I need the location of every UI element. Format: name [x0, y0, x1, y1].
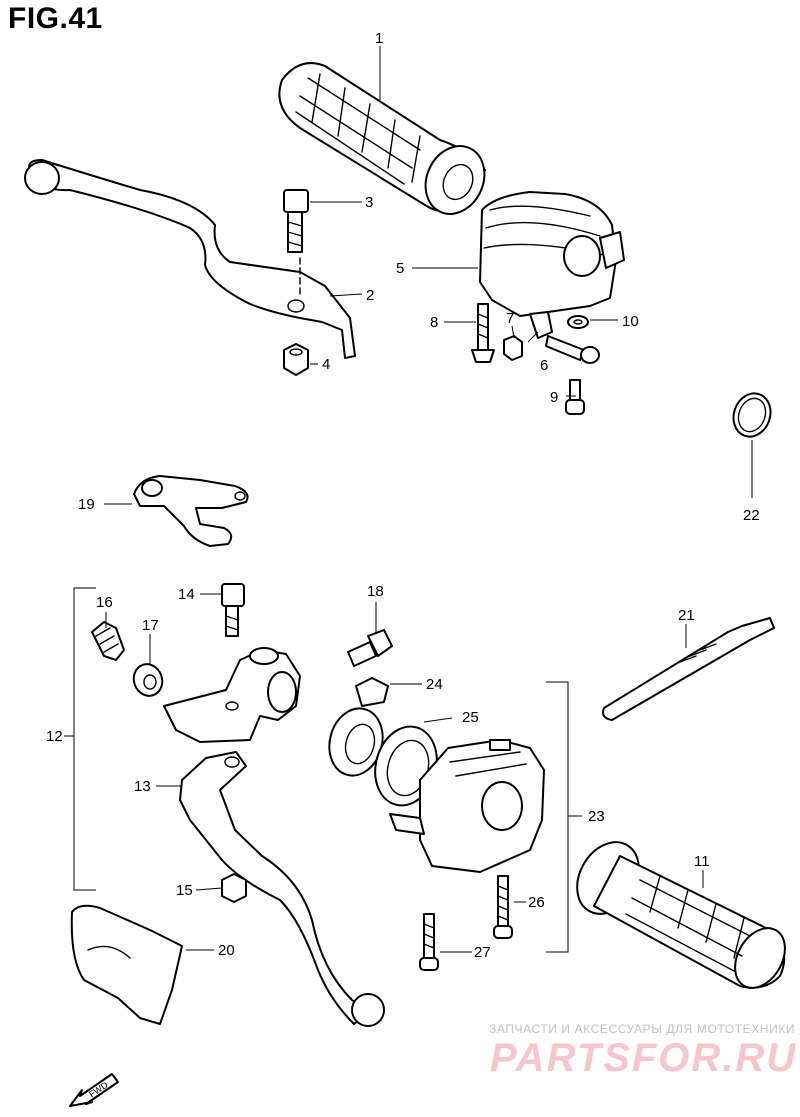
part-17-lock-nut — [132, 663, 164, 697]
part-22-o-ring — [732, 392, 772, 438]
part-13-clutch-lever — [179, 751, 385, 1027]
callout-11: 11 — [694, 853, 710, 870]
callout-13: 13 — [134, 778, 151, 795]
part-19-switch-bracket — [133, 475, 249, 547]
callout-17: 17 — [142, 617, 159, 634]
callout-27: 27 — [474, 944, 491, 961]
part-1-throttle-grip — [278, 62, 486, 215]
lever-holder-perch — [163, 647, 301, 743]
callout-26: 26 — [528, 894, 545, 911]
callout-21: 21 — [678, 607, 695, 624]
callout-3: 3 — [365, 194, 373, 211]
figure-title: FIG.41 — [8, 2, 103, 35]
part-21-cable-tie — [602, 617, 775, 721]
part-15-nut — [221, 873, 247, 903]
part-9-screw — [565, 379, 585, 415]
part-16-cable-adjuster — [91, 621, 125, 661]
part-10-washer — [567, 315, 589, 329]
callout-2: 2 — [366, 287, 374, 304]
leader-lines — [64, 46, 753, 953]
part-3-pivot-bolt — [283, 189, 309, 253]
callout-labels: 1 2 3 4 5 6 7 8 9 10 11 12 13 14 15 16 1… — [46, 30, 760, 961]
callout-6: 6 — [540, 357, 548, 374]
callout-15: 15 — [176, 882, 193, 899]
part-8-screw — [471, 303, 495, 363]
callout-7: 7 — [506, 310, 514, 327]
callout-5: 5 — [396, 260, 404, 277]
callout-14: 14 — [178, 586, 195, 603]
part-4-nut — [283, 343, 309, 376]
callout-8: 8 — [430, 314, 438, 331]
fwd-direction-marker: FWD — [68, 1068, 120, 1115]
callout-12: 12 — [46, 728, 63, 745]
callout-18: 18 — [367, 583, 384, 600]
part-11-left-grip — [576, 841, 786, 989]
callout-23: 23 — [588, 808, 605, 825]
part-18-bolt — [347, 629, 393, 667]
callout-10: 10 — [622, 313, 639, 330]
part-24-hose-clamp — [355, 677, 389, 707]
part-20-lever-cover — [70, 904, 183, 1025]
callout-4: 4 — [322, 356, 330, 373]
callout-20: 20 — [218, 942, 235, 959]
callout-19: 19 — [78, 496, 95, 513]
callout-16: 16 — [96, 594, 113, 611]
watermark-tagline: ЗАПЧАСТИ И АКСЕССУАРЫ ДЛЯ МОТОТЕХНИКИ — [489, 1022, 796, 1036]
part-7-nut — [503, 335, 523, 361]
part-23-left-switch-housing — [389, 739, 545, 873]
part-6-screw — [545, 335, 600, 364]
part-14-pivot-bolt — [221, 583, 245, 637]
part-26-screw — [493, 875, 513, 939]
callout-24: 24 — [426, 676, 443, 693]
part-2-front-brake-lever — [24, 159, 356, 359]
callout-1: 1 — [375, 30, 383, 47]
part-27-screw — [419, 913, 439, 971]
fwd-arrow-icon: FWD — [69, 1073, 119, 1107]
watermark-logo: PARTSFOR.RU — [490, 1036, 798, 1080]
callout-9: 9 — [550, 389, 558, 406]
part-5-throttle-housing — [479, 191, 625, 339]
callout-22: 22 — [743, 507, 760, 524]
callout-25: 25 — [462, 709, 479, 726]
